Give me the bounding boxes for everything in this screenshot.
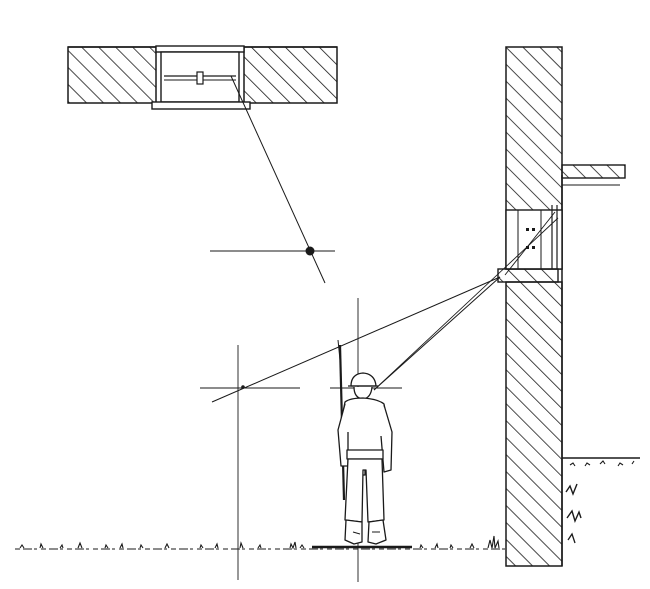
ground-grass — [19, 535, 500, 550]
right-wall — [505, 46, 563, 567]
upper-right-ledge — [561, 164, 626, 186]
ceiling-hatch-opening — [151, 45, 251, 110]
ground-line — [15, 545, 505, 550]
ceiling-slab — [67, 46, 338, 104]
sightline-ceiling — [210, 75, 335, 284]
sightlines-embrasure — [211, 211, 559, 403]
soil-section — [562, 457, 640, 544]
standing-soldier — [337, 339, 393, 545]
target-point — [305, 246, 315, 256]
